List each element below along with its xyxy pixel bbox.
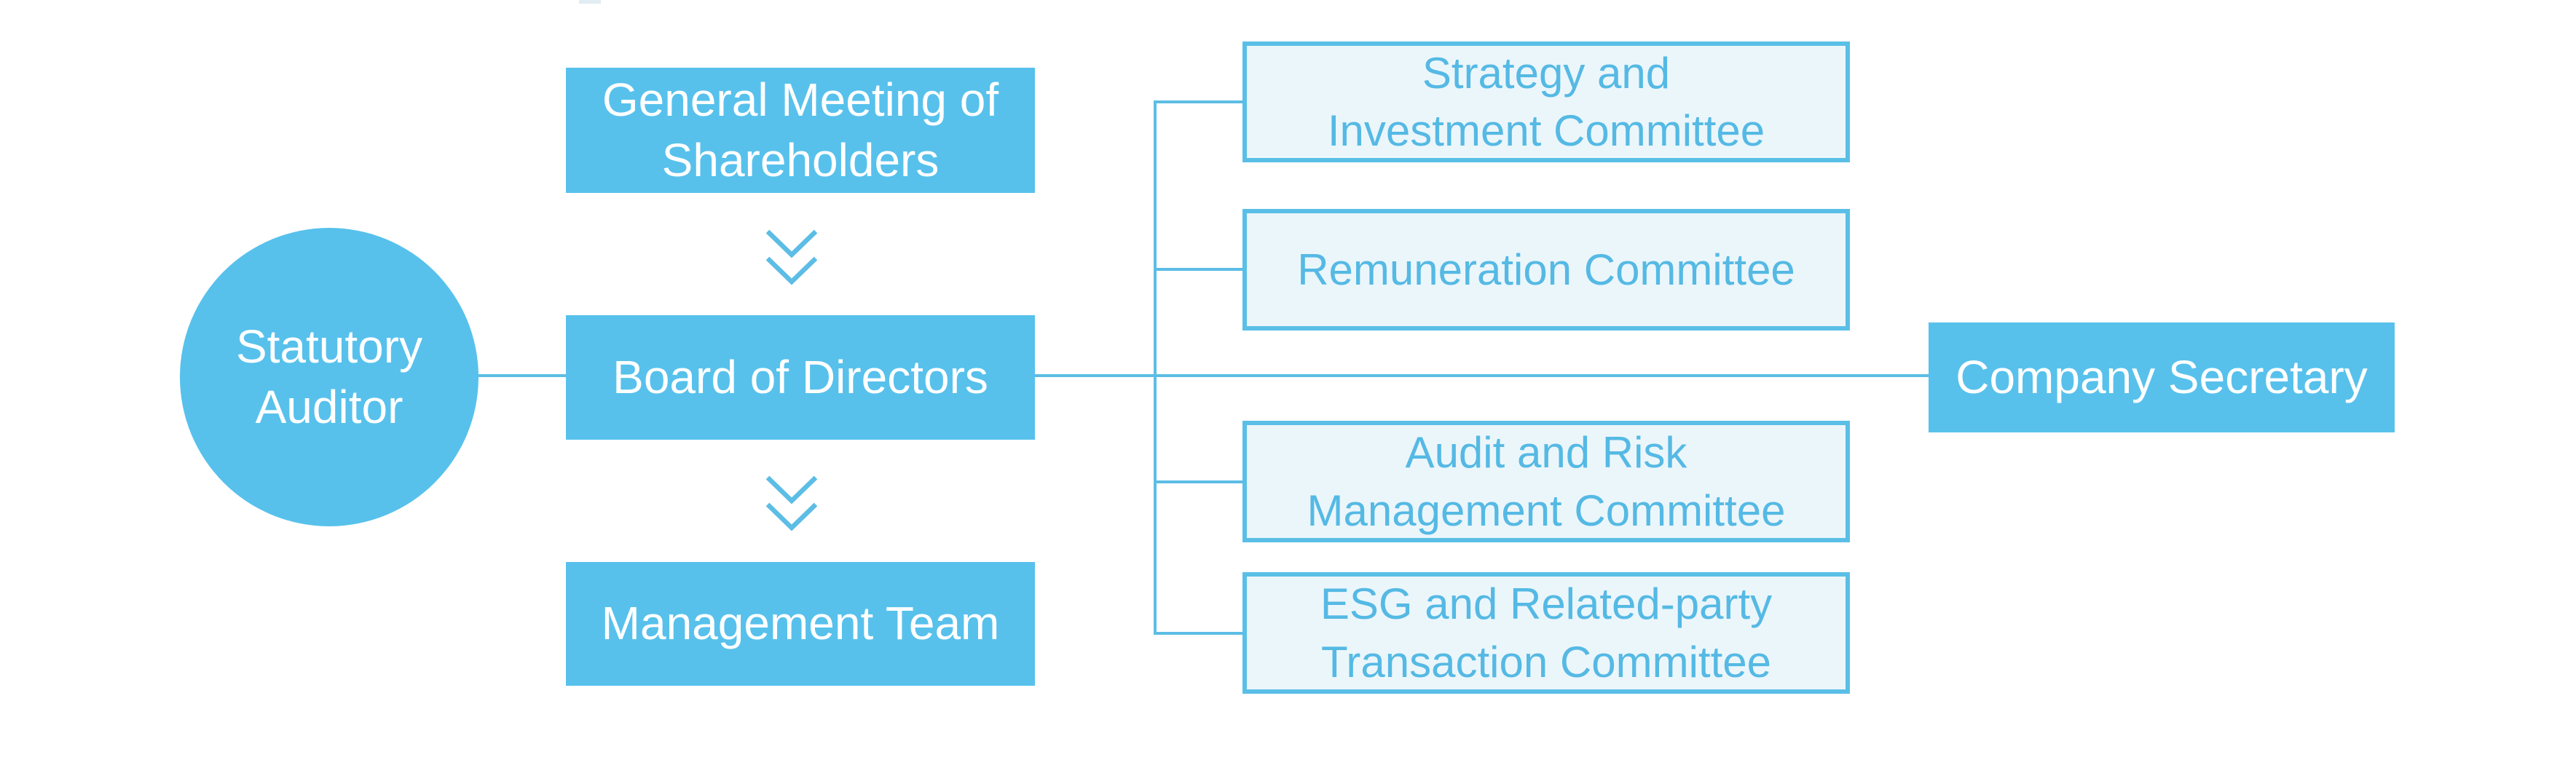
connector-stub-remuneration	[1155, 268, 1242, 271]
connector-stub-esg	[1155, 632, 1242, 635]
committee-label: Remuneration Committee	[1297, 245, 1795, 294]
connector-board-to-secretary	[1035, 374, 1929, 377]
double-chevron-down-icon	[765, 229, 818, 285]
committee-label: ESG and Related-party Transaction Commit…	[1320, 579, 1773, 686]
statutory-auditor-node: Statutory Auditor	[180, 228, 478, 526]
connector-stub-audit	[1155, 480, 1242, 483]
general-meeting-node: General Meeting of Shareholders	[566, 68, 1035, 193]
management-team-label: Management Team	[601, 597, 1000, 650]
committee-node-strategy-investment: Strategy and Investment Committee	[1242, 41, 1850, 162]
double-chevron-down-icon	[765, 475, 818, 531]
company-secretary-label: Company Secretary	[1955, 350, 2368, 403]
committee-node-esg-related-party: ESG and Related-party Transaction Commit…	[1242, 572, 1850, 694]
top-edge-artifact	[579, 0, 601, 4]
committee-label: Strategy and Investment Committee	[1327, 48, 1765, 155]
committee-label: Audit and Risk Management Committee	[1307, 428, 1786, 535]
board-of-directors-label: Board of Directors	[613, 350, 988, 403]
management-team-node: Management Team	[566, 562, 1035, 686]
connector-stub-strategy	[1155, 100, 1242, 103]
general-meeting-label: General Meeting of Shareholders	[602, 73, 999, 186]
committee-node-remuneration: Remuneration Committee	[1242, 209, 1850, 330]
statutory-auditor-label: Statutory Auditor	[235, 320, 423, 433]
connector-auditor-to-board	[477, 374, 567, 377]
company-secretary-node: Company Secretary	[1929, 322, 2395, 432]
board-of-directors-node: Board of Directors	[566, 315, 1035, 440]
connector-committee-trunk	[1154, 100, 1157, 635]
committee-node-audit-risk: Audit and Risk Management Committee	[1242, 421, 1850, 542]
